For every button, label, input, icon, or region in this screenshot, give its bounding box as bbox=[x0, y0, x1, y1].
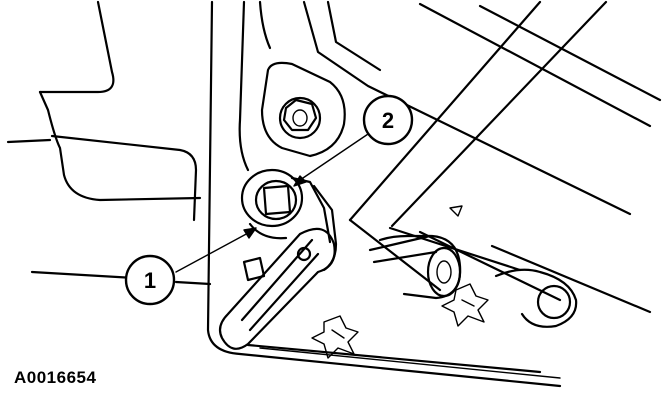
push-clip-lower bbox=[311, 315, 359, 359]
seat-frame bbox=[206, 0, 562, 388]
bushing-pin bbox=[368, 205, 578, 328]
push-clip-upper bbox=[441, 283, 489, 327]
callout-1-label: 1 bbox=[144, 268, 156, 293]
bolt-assembly bbox=[260, 61, 346, 158]
callout-1: 1 bbox=[124, 254, 176, 306]
callout-2: 2 bbox=[362, 94, 414, 146]
body-panel bbox=[6, 0, 212, 286]
callout-leaders bbox=[175, 129, 375, 273]
upper-panel bbox=[302, 0, 662, 216]
leader-arrow-2 bbox=[293, 175, 307, 187]
callout-2-label: 2 bbox=[382, 108, 394, 133]
leader-arrow-1 bbox=[243, 227, 257, 239]
latch-mechanism bbox=[240, 168, 338, 282]
release-lever bbox=[218, 227, 336, 350]
diagonal-arm bbox=[348, 0, 652, 314]
figure-id: A0016654 bbox=[14, 368, 97, 387]
